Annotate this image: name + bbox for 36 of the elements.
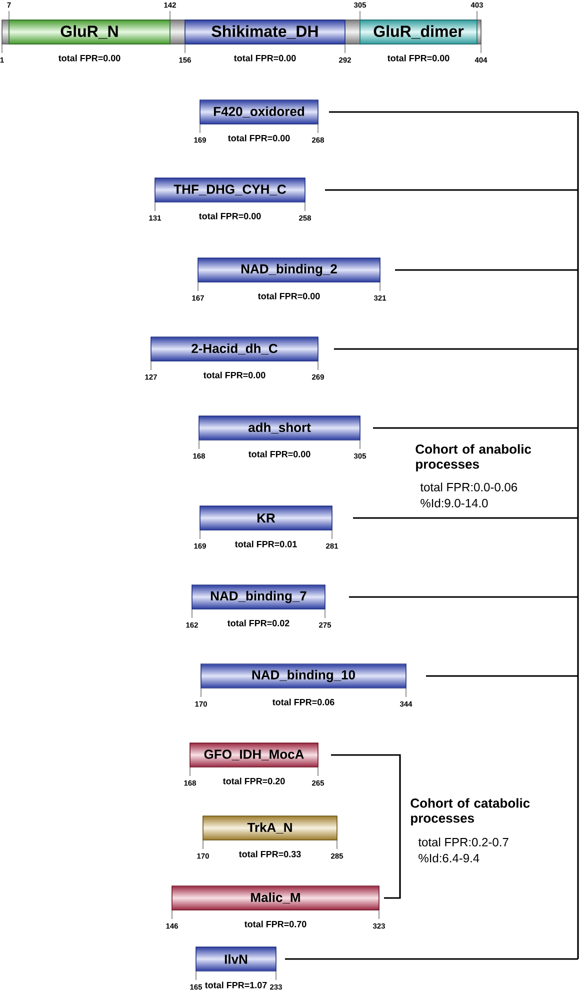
domain-bar: THF_DHG_CYH_C: [154, 178, 306, 202]
cohort-stat: total FPR:0.0-0.06: [420, 482, 518, 492]
fpr-label: total FPR=0.00: [258, 292, 320, 300]
cohort-stat: %Id:9.0-14.0: [420, 498, 488, 508]
fpr-label: total FPR=1.07: [204, 982, 267, 988]
domain-bar: IlvN: [196, 946, 276, 972]
domain-bar: GFO_IDH_MocA: [190, 742, 318, 768]
fpr-label: total FPR=0.33: [238, 850, 301, 858]
domain-bar: NAD_binding_2: [198, 258, 380, 282]
fpr-label: total FPR=0.20: [222, 778, 285, 784]
domain-bar: GluR_dimer: [360, 20, 478, 44]
domain-bar: NAD_binding_10: [200, 664, 406, 688]
domain-bar: TrkA_N: [202, 816, 338, 840]
fpr-label: total FPR=0.70: [244, 920, 306, 928]
domain-bar: GluR_N: [8, 20, 170, 44]
domain-bar: 2-Hacid_dh_C: [150, 336, 318, 362]
fpr-label: total FPR=0.01: [234, 540, 297, 548]
domain-bar: Shikimate_DH: [184, 20, 346, 44]
domain-bar: KR: [200, 506, 332, 530]
fpr-label: total FPR=0.00: [198, 212, 261, 220]
cohort-title: Cohort of anabolic processes: [416, 444, 532, 472]
fpr-label: total FPR=0.00: [203, 372, 266, 378]
domain-bar: F420_oxidored: [200, 100, 318, 124]
domain-bar: Malic_M: [172, 886, 380, 910]
fpr-label: total FPR=0.06: [272, 698, 334, 706]
domain-bar: adh_short: [198, 416, 360, 440]
fpr-label: total FPR=0.00: [234, 54, 296, 62]
domain-bar: NAD_binding_7: [192, 584, 326, 610]
cohort-stat: %Id:6.4-9.4: [418, 854, 480, 862]
fpr-label: total FPR=0.00: [387, 54, 450, 62]
fpr-label: total FPR=0.00: [228, 134, 290, 142]
fpr-label: total FPR=0.02: [227, 620, 290, 626]
fpr-label: total FPR=0.00: [58, 54, 120, 62]
cohort-stat: total FPR:0.2-0.7: [418, 838, 508, 846]
cohort-title: Cohort of catabolic processes: [410, 798, 530, 826]
fpr-label: total FPR=0.00: [248, 450, 310, 458]
